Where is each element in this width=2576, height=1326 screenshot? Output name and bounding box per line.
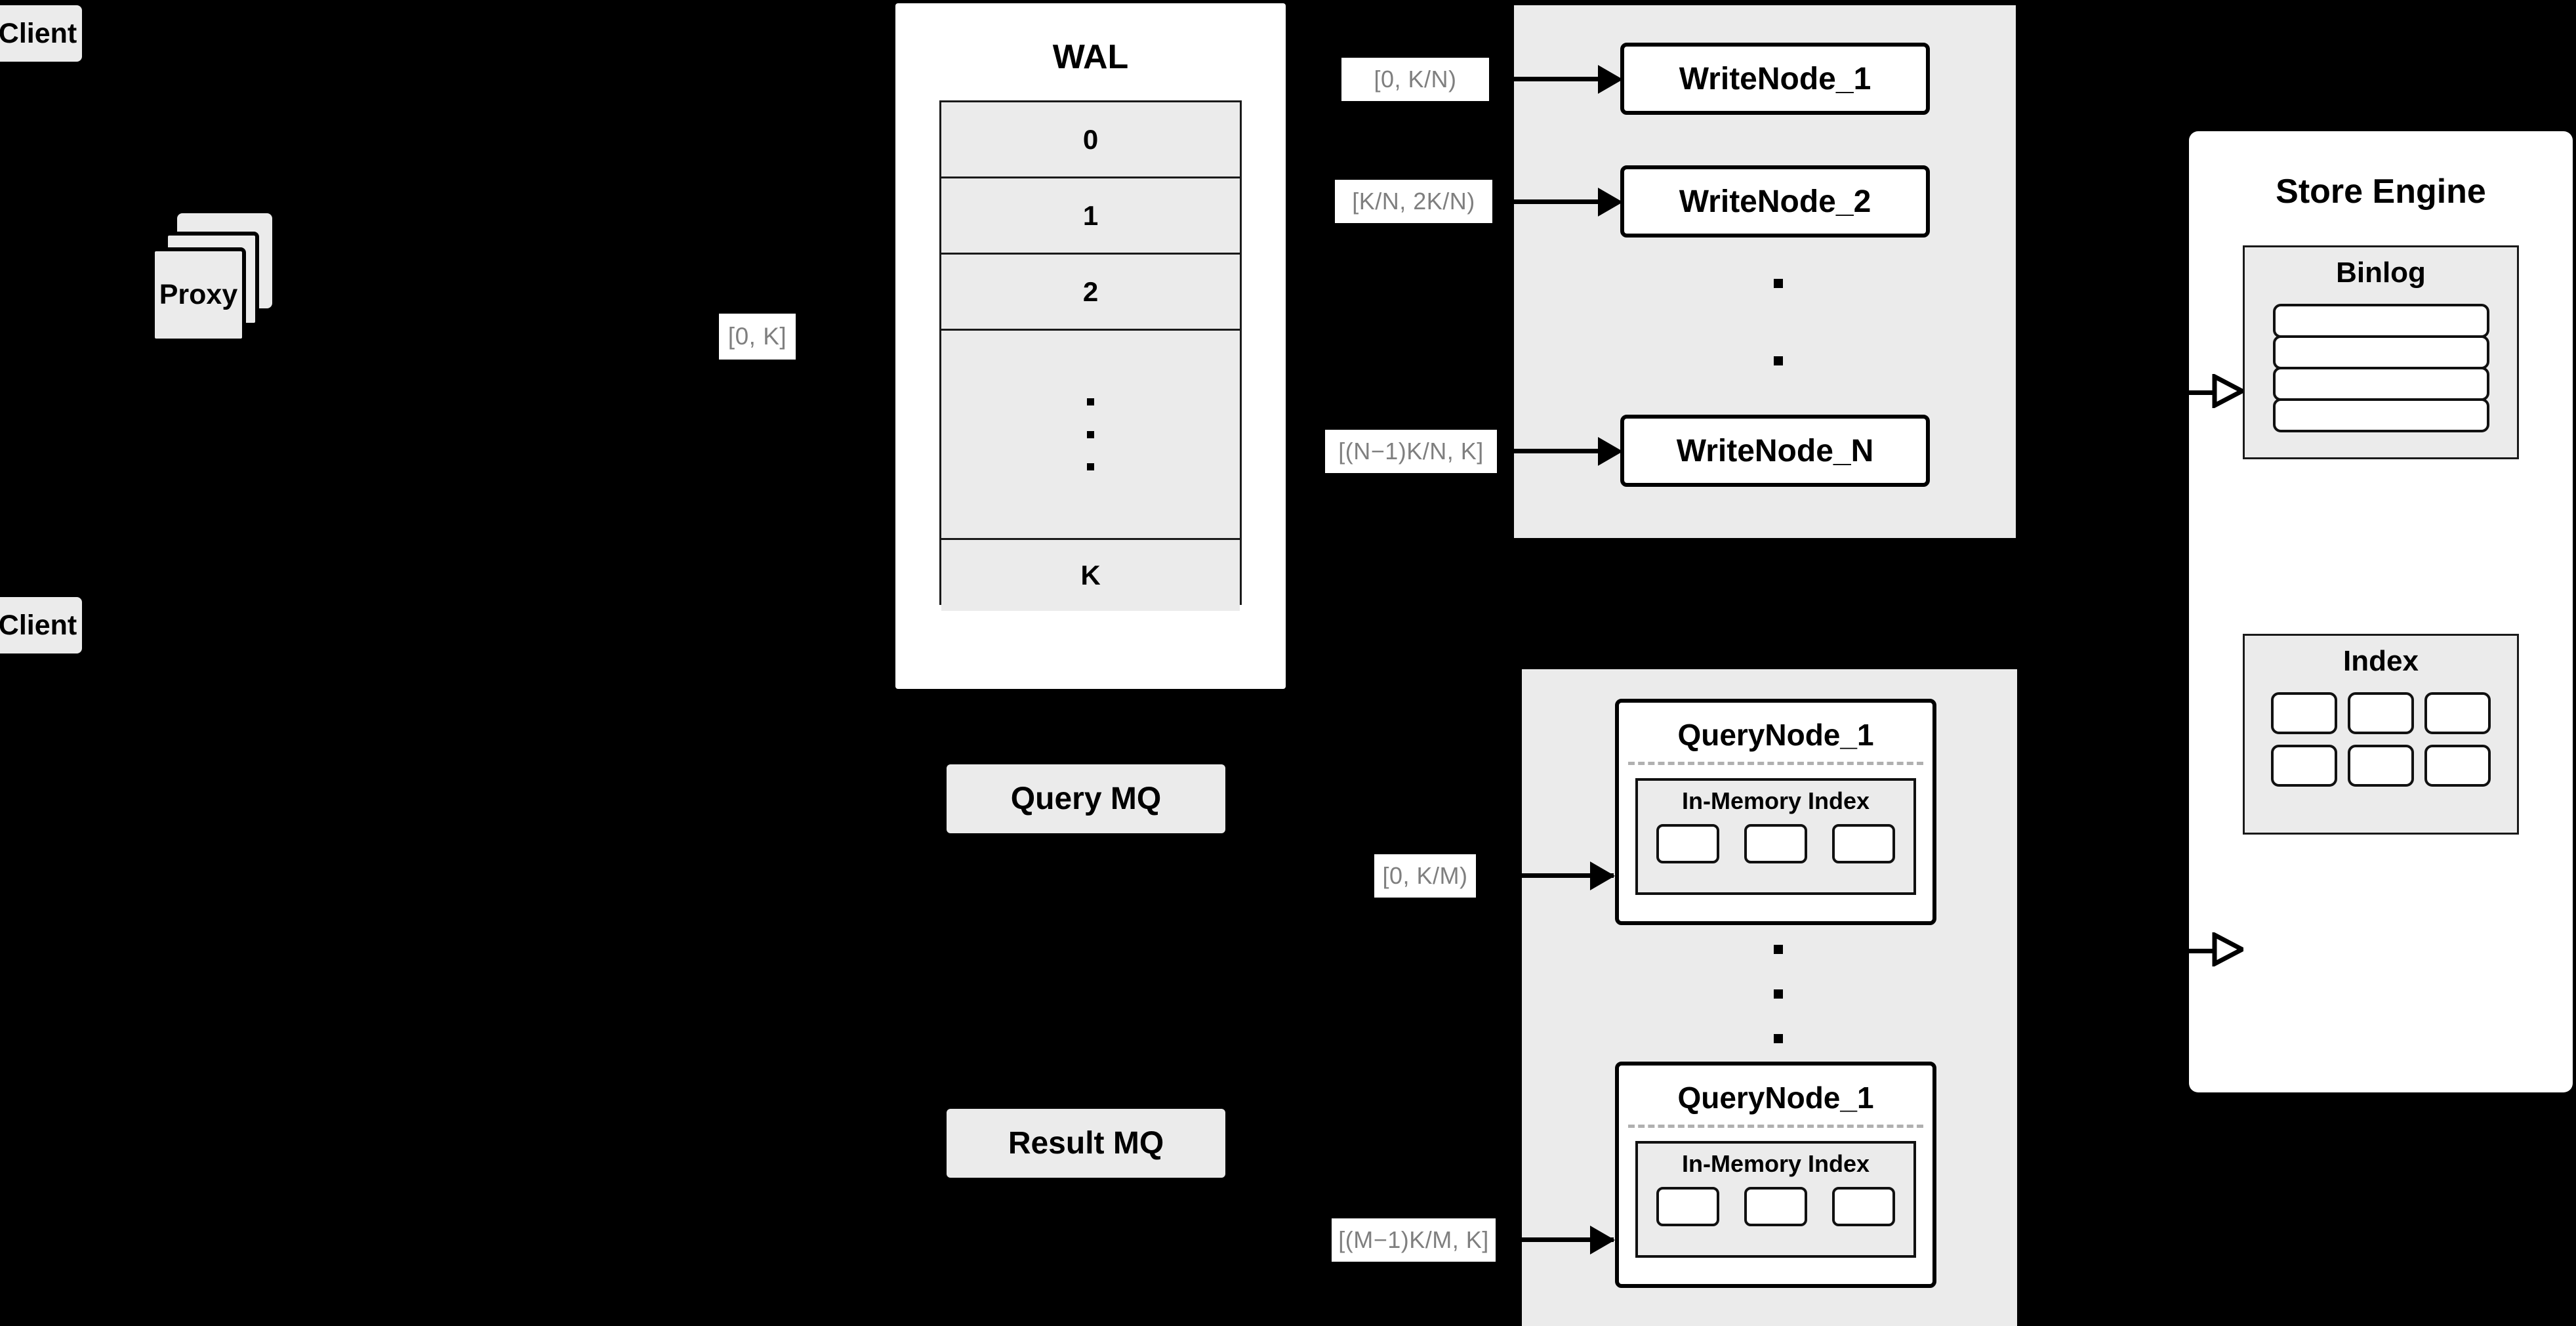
memory-index-slot[interactable] [1832, 824, 1895, 863]
write-node-1[interactable]: WriteNode_1 [1620, 43, 1930, 115]
write-node-1-range-label: [0, K/N) [1341, 58, 1489, 101]
binlog-arrow-line [2188, 390, 2215, 395]
wal-title: WAL [1052, 38, 1129, 76]
index-arrow-head-icon [2212, 932, 2243, 966]
binlog-panel: Binlog [2243, 245, 2519, 459]
query-node-1-arrow-head-icon [1590, 861, 1615, 890]
index-panel: Index [2243, 634, 2519, 835]
binlog-title: Binlog [2336, 257, 2426, 289]
store-engine-panel: Store Engine Binlog Index [2189, 131, 2573, 1092]
index-arrow-line [2188, 949, 2215, 953]
index-slot[interactable] [2271, 745, 2337, 787]
write-node-2-range-label: [K/N, 2K/N) [1335, 180, 1492, 223]
result-mq-node[interactable]: Result MQ [947, 1109, 1225, 1178]
wal-row: 2 [941, 255, 1240, 331]
memory-index-slot[interactable] [1832, 1187, 1895, 1226]
wal-table: 0 1 2 K [939, 100, 1242, 611]
query-group-vertical-ellipsis-icon [1771, 945, 1786, 1043]
write-node-2-arrow-line [1514, 199, 1601, 204]
binlog-row[interactable] [2272, 367, 2489, 401]
query-node-m-memory-index: In-Memory Index [1635, 1141, 1916, 1258]
memory-index-slots [1656, 824, 1895, 863]
query-node-1[interactable]: QueryNode_1 In-Memory Index [1615, 699, 1936, 925]
client-node-bottom[interactable]: Client [0, 597, 82, 653]
query-mq-node[interactable]: Query MQ [947, 764, 1225, 833]
query-node-1-arrow-line [1522, 873, 1614, 878]
client-node-top[interactable]: Client [0, 5, 82, 62]
store-engine-title: Store Engine [2276, 173, 2486, 211]
query-node-1-divider [1628, 762, 1923, 765]
query-node-m-divider [1628, 1125, 1923, 1128]
index-slot[interactable] [2348, 692, 2414, 734]
write-node-n[interactable]: WriteNode_N [1620, 415, 1930, 487]
memory-index-slots [1656, 1187, 1895, 1226]
write-node-1-arrow-line [1514, 77, 1601, 81]
query-node-1-title: QueryNode_1 [1677, 718, 1874, 752]
proxy-card-front[interactable]: Proxy [151, 247, 246, 342]
query-node-m[interactable]: QueryNode_1 In-Memory Index [1615, 1062, 1936, 1288]
proxy-stack[interactable]: Proxy [151, 213, 282, 358]
binlog-row[interactable] [2272, 398, 2489, 432]
write-node-n-arrow-head-icon [1598, 437, 1623, 466]
wal-row: K [941, 540, 1240, 611]
memory-index-slot[interactable] [1744, 1187, 1807, 1226]
index-slot[interactable] [2348, 745, 2414, 787]
query-node-m-title: QueryNode_1 [1677, 1081, 1874, 1115]
memory-index-title: In-Memory Index [1681, 787, 1870, 814]
index-title: Index [2343, 645, 2419, 677]
query-node-1-memory-index: In-Memory Index [1635, 778, 1916, 895]
memory-index-title: In-Memory Index [1681, 1150, 1870, 1177]
wal-row: 0 [941, 102, 1240, 178]
query-node-m-arrow-head-icon [1590, 1226, 1615, 1254]
wal-row-ellipsis [941, 331, 1240, 540]
index-slot[interactable] [2424, 692, 2491, 734]
query-node-m-arrow-line [1522, 1237, 1614, 1242]
index-slot-grid [2271, 692, 2491, 787]
binlog-arrow-head-icon [2212, 374, 2243, 408]
memory-index-slot[interactable] [1744, 824, 1807, 863]
memory-index-slot[interactable] [1656, 1187, 1719, 1226]
client-label: Client [0, 17, 77, 49]
index-slot[interactable] [2424, 745, 2491, 787]
binlog-rows [2272, 304, 2489, 432]
wal-panel: WAL 0 1 2 K [895, 3, 1286, 689]
proxy-range-label: [0, K] [719, 314, 796, 360]
write-node-2[interactable]: WriteNode_2 [1620, 165, 1930, 238]
write-node-2-arrow-head-icon [1598, 188, 1623, 217]
memory-index-slot[interactable] [1656, 824, 1719, 863]
write-node-n-arrow-line [1514, 449, 1601, 453]
query-node-m-range-label: [(M−1)K/M, K] [1332, 1218, 1496, 1262]
write-node-n-range-label: [(N−1)K/N, K] [1325, 430, 1497, 473]
client-label: Client [0, 609, 77, 641]
query-node-1-range-label: [0, K/M) [1374, 854, 1476, 898]
vertical-ellipsis-icon [1087, 398, 1094, 470]
index-slot[interactable] [2271, 692, 2337, 734]
wal-row: 1 [941, 178, 1240, 255]
binlog-row[interactable] [2272, 335, 2489, 369]
binlog-row[interactable] [2272, 304, 2489, 338]
proxy-label: Proxy [159, 279, 238, 310]
write-node-1-arrow-head-icon [1598, 65, 1623, 94]
